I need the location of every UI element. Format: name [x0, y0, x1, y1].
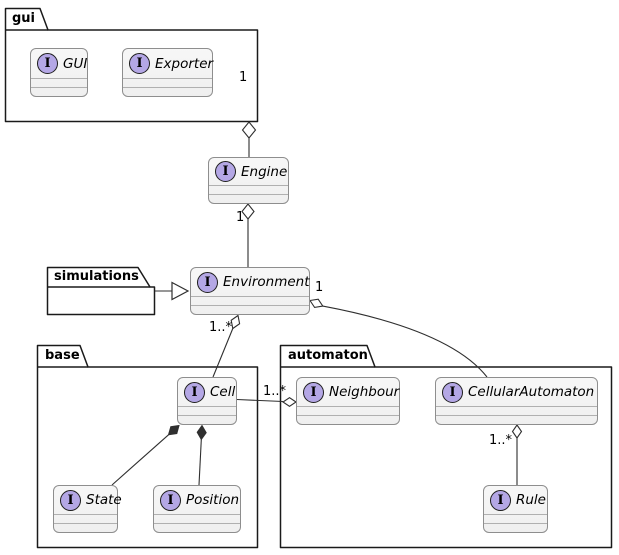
interface-name: Position	[186, 492, 240, 508]
interface-circle-icon: I	[129, 53, 150, 74]
fields-compartment	[484, 514, 547, 523]
multiplicity-label: 1	[315, 280, 324, 295]
interface-header: I Position	[154, 486, 240, 514]
interface-circle-icon: I	[60, 489, 81, 511]
fields-compartment	[209, 185, 288, 194]
fields-compartment	[31, 78, 87, 87]
edge-cell-position	[196, 424, 207, 486]
methods-compartment	[436, 415, 597, 424]
edge-cell-state	[111, 424, 180, 486]
fields-compartment	[154, 514, 240, 523]
interface-circle-icon: I	[442, 381, 463, 403]
aggregation-diamond-icon	[230, 314, 241, 330]
interface-circle-icon: I	[37, 53, 58, 74]
interface-rule: I Rule	[483, 485, 548, 533]
methods-compartment	[209, 194, 288, 203]
interface-name: Engine	[241, 163, 288, 180]
interface-cell: I Cell	[177, 377, 237, 425]
methods-compartment	[154, 523, 240, 532]
interface-header: I Rule	[484, 486, 547, 514]
interface-position: I Position	[153, 485, 241, 533]
package-label-automaton: automaton	[288, 348, 368, 363]
aggregation-diamond-icon	[282, 397, 297, 407]
package-automaton-shape	[279, 344, 613, 549]
edge-cell-neighbour	[236, 397, 297, 407]
fields-compartment	[191, 296, 309, 305]
interface-header: I GUI	[31, 49, 87, 78]
edge-environment-cell	[212, 314, 241, 378]
methods-compartment	[54, 523, 117, 532]
aggregation-diamond-icon	[309, 298, 324, 308]
interface-environment: I Environment	[190, 267, 310, 315]
interface-circle-icon: I	[184, 381, 205, 403]
fields-compartment	[123, 78, 212, 87]
methods-compartment	[178, 415, 236, 424]
interface-circle-icon: I	[160, 489, 181, 511]
methods-compartment	[297, 415, 399, 424]
interface-name: Neighbour	[329, 384, 400, 400]
fields-compartment	[436, 406, 597, 415]
interface-circle-icon: I	[303, 381, 324, 403]
interface-engine: I Engine	[208, 157, 289, 204]
package-label-gui: gui	[12, 11, 36, 26]
fields-compartment	[297, 406, 399, 415]
interface-header: I Cell	[178, 378, 236, 406]
interface-header: I Environment	[191, 268, 310, 296]
multiplicity-label: 1..*	[209, 320, 233, 335]
interface-gui: I GUI	[30, 48, 88, 97]
edge-simulations-environment	[155, 281, 190, 301]
edge-gui-engine	[241, 121, 257, 157]
interface-header: I Engine	[209, 158, 288, 185]
interface-header: I Neighbour	[297, 378, 399, 406]
multiplicity-label: 1	[239, 70, 248, 85]
fields-compartment	[54, 514, 117, 523]
package-label-simulations: simulations	[54, 269, 139, 284]
interface-header: I CellularAutomaton	[436, 378, 597, 406]
interface-circle-icon: I	[490, 489, 511, 511]
interface-name: State	[86, 492, 122, 508]
package-simulations-shape	[46, 266, 156, 316]
interface-header: I Exporter	[123, 49, 214, 78]
methods-compartment	[191, 305, 309, 314]
edge-environment-cellularautomaton	[309, 298, 488, 378]
interface-circle-icon: I	[197, 271, 218, 293]
methods-compartment	[123, 87, 212, 96]
aggregation-diamond-icon	[241, 121, 257, 139]
multiplicity-label: 1..*	[263, 384, 287, 399]
interface-state: I State	[53, 485, 122, 533]
multiplicity-label: 1..*	[489, 433, 513, 448]
edge-engine-environment	[241, 203, 255, 267]
interface-neighbour: I Neighbour	[296, 377, 400, 425]
interface-circle-icon: I	[215, 161, 236, 182]
generalization-triangle-icon	[171, 281, 190, 301]
interface-name: Rule	[516, 492, 546, 508]
interface-cellularautomaton: I CellularAutomaton	[435, 377, 598, 425]
methods-compartment	[484, 523, 547, 532]
interface-name: CellularAutomaton	[468, 384, 595, 400]
interface-exporter: I Exporter	[122, 48, 213, 97]
multiplicity-label: 1	[236, 210, 245, 225]
interface-name: GUI	[63, 55, 88, 72]
methods-compartment	[31, 87, 87, 96]
interface-name: Exporter	[155, 55, 214, 72]
fields-compartment	[178, 406, 236, 415]
interface-name: Environment	[223, 274, 310, 290]
interface-header: I State	[54, 486, 122, 514]
interface-name: Cell	[210, 384, 236, 400]
package-label-base: base	[45, 348, 80, 363]
edge-cellularautomaton-rule	[511, 424, 523, 485]
